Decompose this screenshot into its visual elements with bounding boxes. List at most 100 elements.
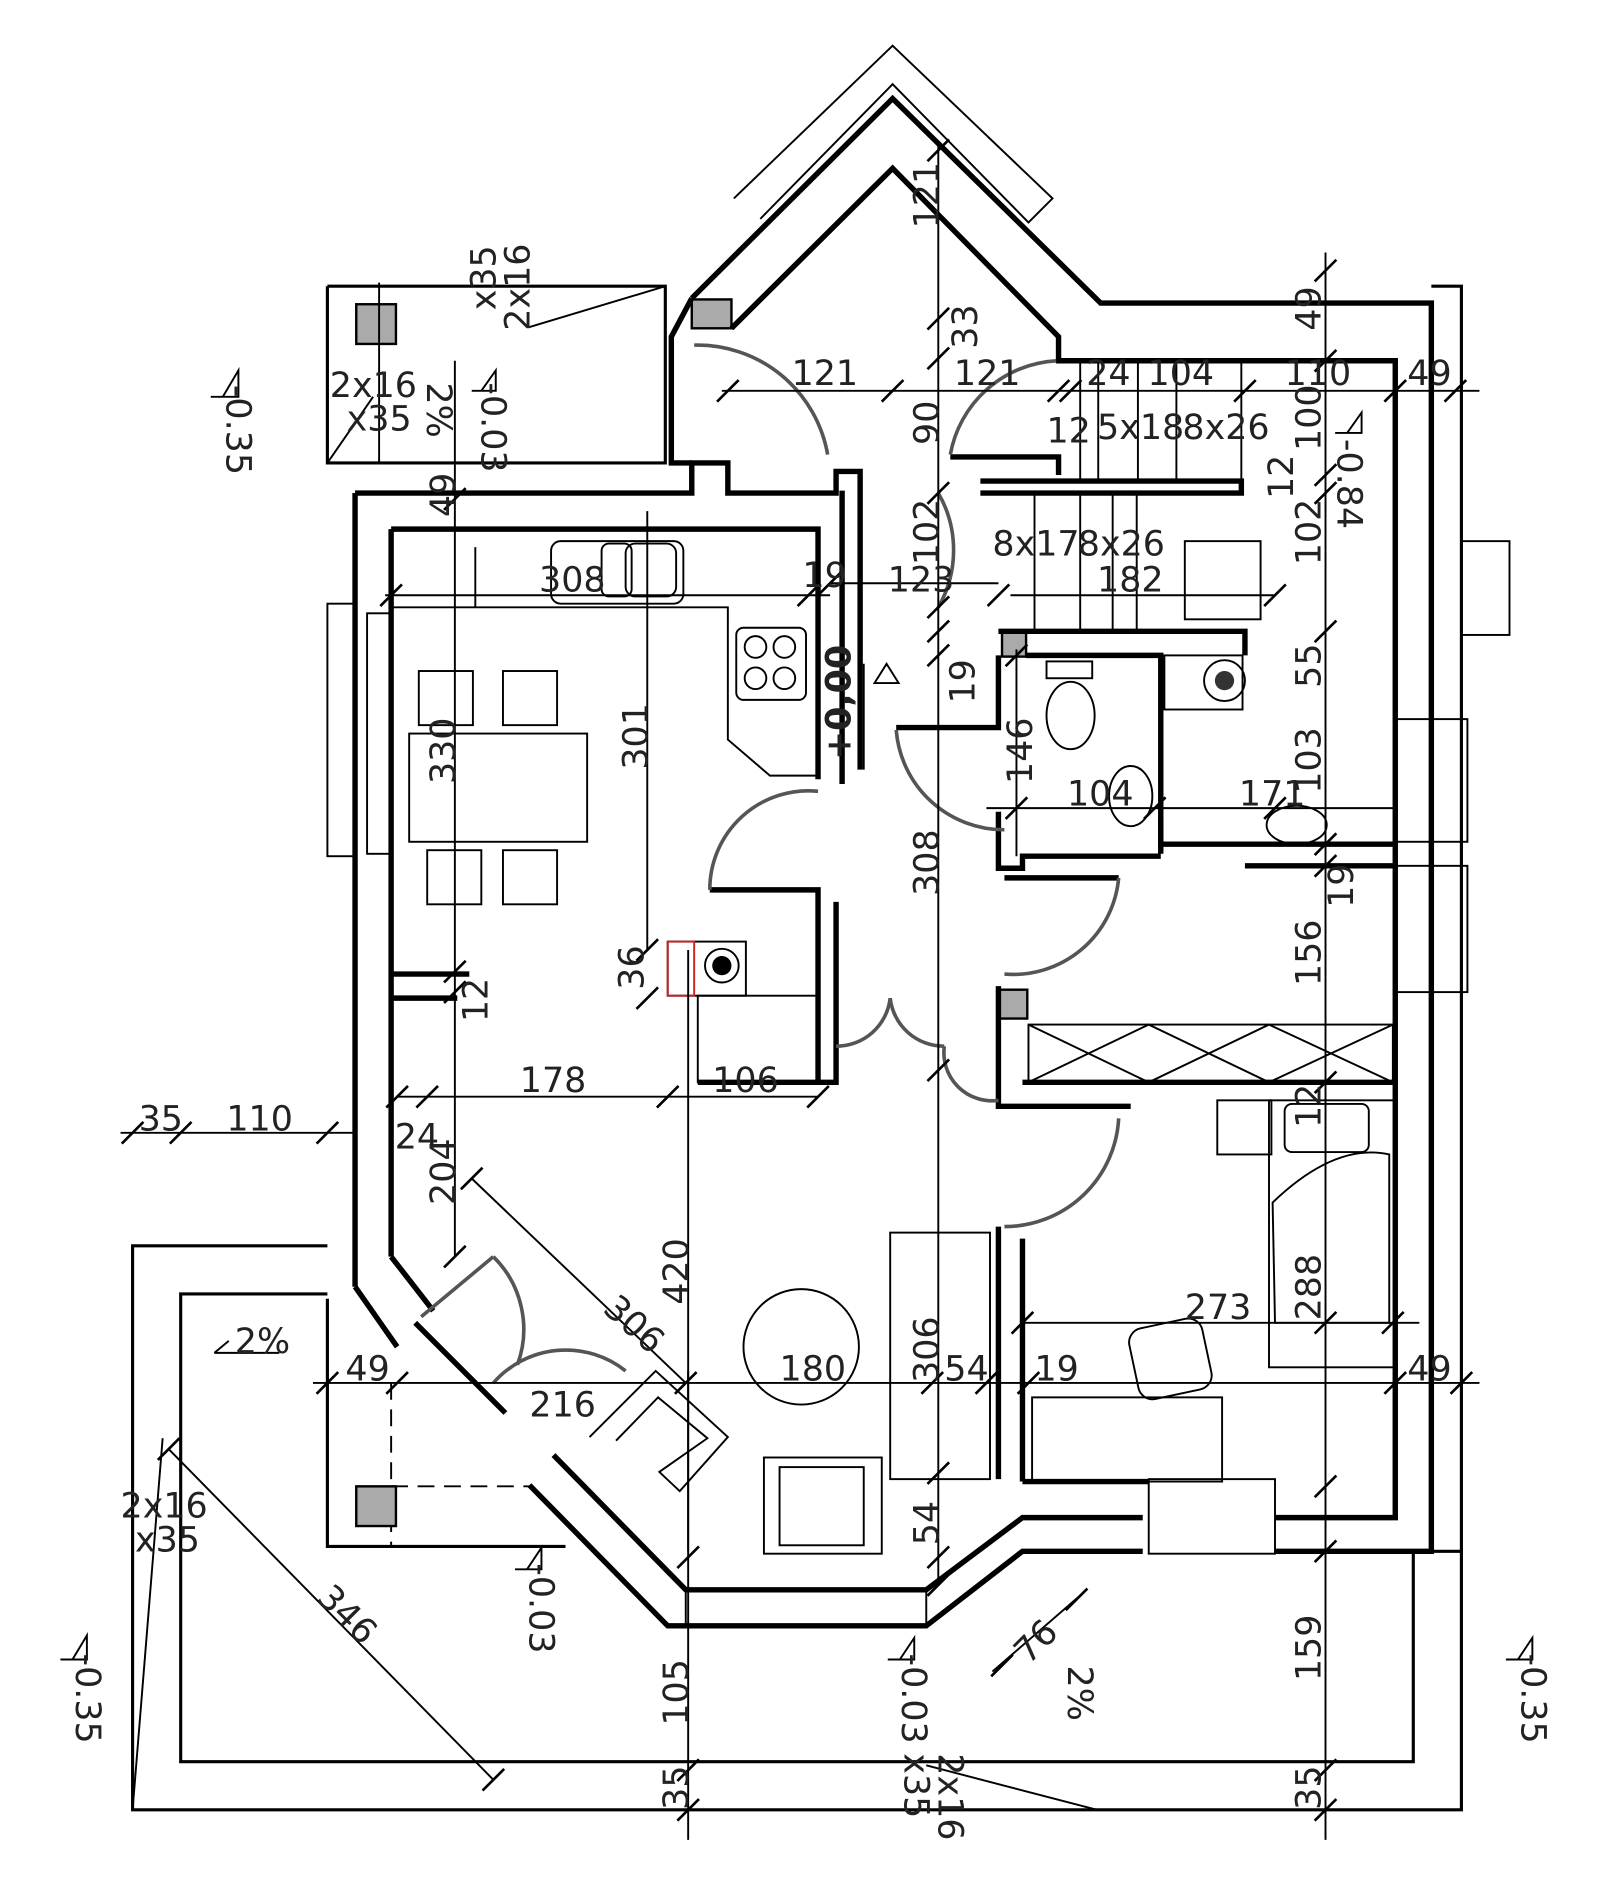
- dimension-tick: [1058, 379, 1083, 403]
- dimension-tick: [986, 583, 1011, 608]
- column-label-bay-2: x35: [896, 1753, 936, 1818]
- level-right-bottom: -0.35: [1513, 1654, 1553, 1744]
- dimension-tick: [379, 583, 403, 608]
- dim-106: 106: [712, 1061, 779, 1101]
- dimension-tick: [120, 1121, 145, 1145]
- column-label-bottom-2: x35: [135, 1520, 200, 1560]
- doors: [420, 343, 1121, 1385]
- dim-19-hall: 19: [943, 659, 983, 703]
- slope-terrace-left: 2%: [235, 1322, 290, 1362]
- dimension-tick: [806, 1084, 830, 1109]
- dimension-tick: [676, 1758, 700, 1782]
- column-top-left: [355, 303, 398, 346]
- dim-49-top-right: 49: [1407, 354, 1451, 394]
- dim-35-bottom-right: 35: [1290, 1765, 1330, 1809]
- furniture: [391, 540, 1397, 1555]
- dim-49-left-bottom: 49: [345, 1350, 389, 1390]
- level-main: +0,00: [820, 645, 860, 760]
- column-label-bay-1: 2x16: [929, 1753, 969, 1840]
- dim-19-kitchen: 19: [802, 556, 846, 596]
- dimension-tick: [926, 306, 951, 331]
- dim-12-bed: 12: [1290, 1084, 1330, 1128]
- dimension-tick: [1046, 379, 1071, 403]
- dimension-ticks: [120, 138, 1474, 1822]
- dimension-tick: [1313, 619, 1338, 644]
- dimension-tick: [1004, 643, 1029, 668]
- dim-178: 178: [520, 1061, 587, 1101]
- dim-104-top: 104: [1148, 354, 1215, 394]
- dimension-tick: [926, 346, 951, 371]
- dim-121-gable: 121: [907, 162, 947, 229]
- column-bottom-left: [355, 1485, 398, 1528]
- dim-103: 103: [1290, 727, 1330, 794]
- dimension-tick: [1443, 379, 1468, 403]
- dimension-tick: [415, 1084, 439, 1109]
- dimension-tick: [926, 643, 951, 668]
- dim-12-living: 12: [456, 978, 496, 1022]
- dimension-tick: [443, 980, 467, 1004]
- dimension-tick: [1381, 1311, 1405, 1335]
- dimension-tick: [385, 1084, 409, 1109]
- dim-308-kitchen: 308: [539, 561, 606, 601]
- dim-204: 204: [424, 1138, 464, 1205]
- dimension-tick: [926, 1573, 951, 1597]
- dim-33: 33: [946, 304, 986, 348]
- dim-24-top: 24: [1086, 354, 1130, 394]
- dim-104-wc: 104: [1067, 775, 1134, 815]
- level-labels: -0.35 -0.03 -0.84 -0.35 -0.03 -0.03 -0.3…: [67, 382, 1552, 1743]
- dimension-tick: [1064, 1587, 1089, 1612]
- dimension-tick: [1263, 583, 1287, 608]
- dimension-tick: [635, 986, 660, 1010]
- dimension-tick: [1010, 1311, 1035, 1335]
- dimension-tick: [459, 1166, 484, 1191]
- dimension-tick: [1449, 1371, 1474, 1395]
- dim-110-left: 110: [226, 1099, 293, 1139]
- dimension-tick: [676, 1545, 700, 1570]
- dimension-tick: [796, 583, 821, 608]
- dimension-tick: [156, 1437, 181, 1461]
- dim-288: 288: [1290, 1254, 1330, 1321]
- level-left-bottom: -0.35: [67, 1654, 107, 1744]
- level-left-top: -0.35: [217, 385, 257, 475]
- staircase: [1033, 360, 1262, 632]
- dimension-tick: [443, 487, 467, 511]
- dimension-labels: 121 33 121 121 24 104 110 49 49 90 12 5x…: [139, 162, 1452, 1810]
- level-markers: [60, 366, 1534, 1661]
- dimension-tick: [926, 1058, 951, 1083]
- dim-146: 146: [1001, 718, 1041, 785]
- dim-159: 159: [1290, 1615, 1330, 1682]
- column-label-left-2: x35: [347, 400, 412, 440]
- dim-102-right: 102: [1290, 499, 1330, 566]
- slope-porch: 2%: [418, 382, 458, 437]
- dimension-tick: [1313, 463, 1338, 487]
- dimension-tick: [635, 938, 660, 962]
- dim-8x26-top: 8x26: [1182, 408, 1269, 448]
- dim-19-bed: 19: [1034, 1350, 1078, 1390]
- dimension-lines: [120, 144, 1480, 1840]
- dim-273: 273: [1185, 1288, 1252, 1328]
- dim-123: 123: [888, 561, 955, 601]
- column-labels: 2x16 x35 2x16 x35 2x16 x35 2x16 x35: [121, 244, 970, 1841]
- dimension-tick: [673, 1371, 698, 1395]
- dimension-tick: [481, 1768, 506, 1792]
- dimension-tick: [1016, 1371, 1041, 1395]
- dim-330: 330: [424, 718, 464, 785]
- dim-301: 301: [616, 703, 656, 770]
- dim-24-left: 24: [395, 1117, 439, 1157]
- dimension-tick: [1313, 1474, 1338, 1499]
- dim-8x17: 8x17: [992, 525, 1079, 565]
- dimension-tick: [1313, 349, 1338, 373]
- dim-100: 100: [1290, 384, 1330, 451]
- dimension-tick: [1313, 1070, 1338, 1095]
- dimension-tick: [920, 1371, 945, 1395]
- dim-36: 36: [613, 945, 653, 989]
- level-porch-top: -0.03: [472, 382, 512, 472]
- dimension-tick: [1383, 1371, 1408, 1395]
- column-label-top-2: x35: [465, 245, 505, 310]
- column-label-bottom-1: 2x16: [121, 1487, 208, 1527]
- terrace-outlines: [131, 284, 1511, 1812]
- dimension-tick: [1313, 481, 1338, 505]
- dim-102-hall: 102: [907, 499, 947, 566]
- dim-182: 182: [1097, 561, 1164, 601]
